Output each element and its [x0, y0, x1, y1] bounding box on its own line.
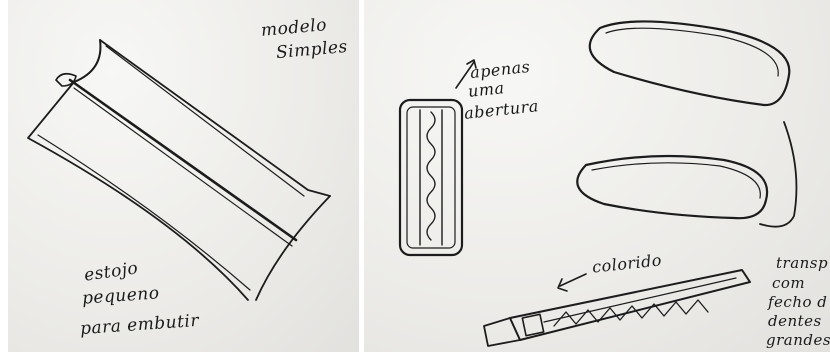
case-variations-drawing	[364, 0, 830, 352]
note-uma: uma	[467, 78, 505, 101]
right-sketch-panel: apenas uma abertura colorido transp com …	[364, 0, 830, 352]
side-grandes: grandes	[766, 331, 830, 349]
side-fecho: fecho d	[768, 293, 827, 311]
side-com: com	[772, 274, 805, 292]
side-dentes: dentes	[768, 312, 822, 330]
left-sketch-panel: modelo Simples estojo pequeno para embut…	[8, 0, 359, 352]
side-transp: transp	[776, 254, 828, 272]
